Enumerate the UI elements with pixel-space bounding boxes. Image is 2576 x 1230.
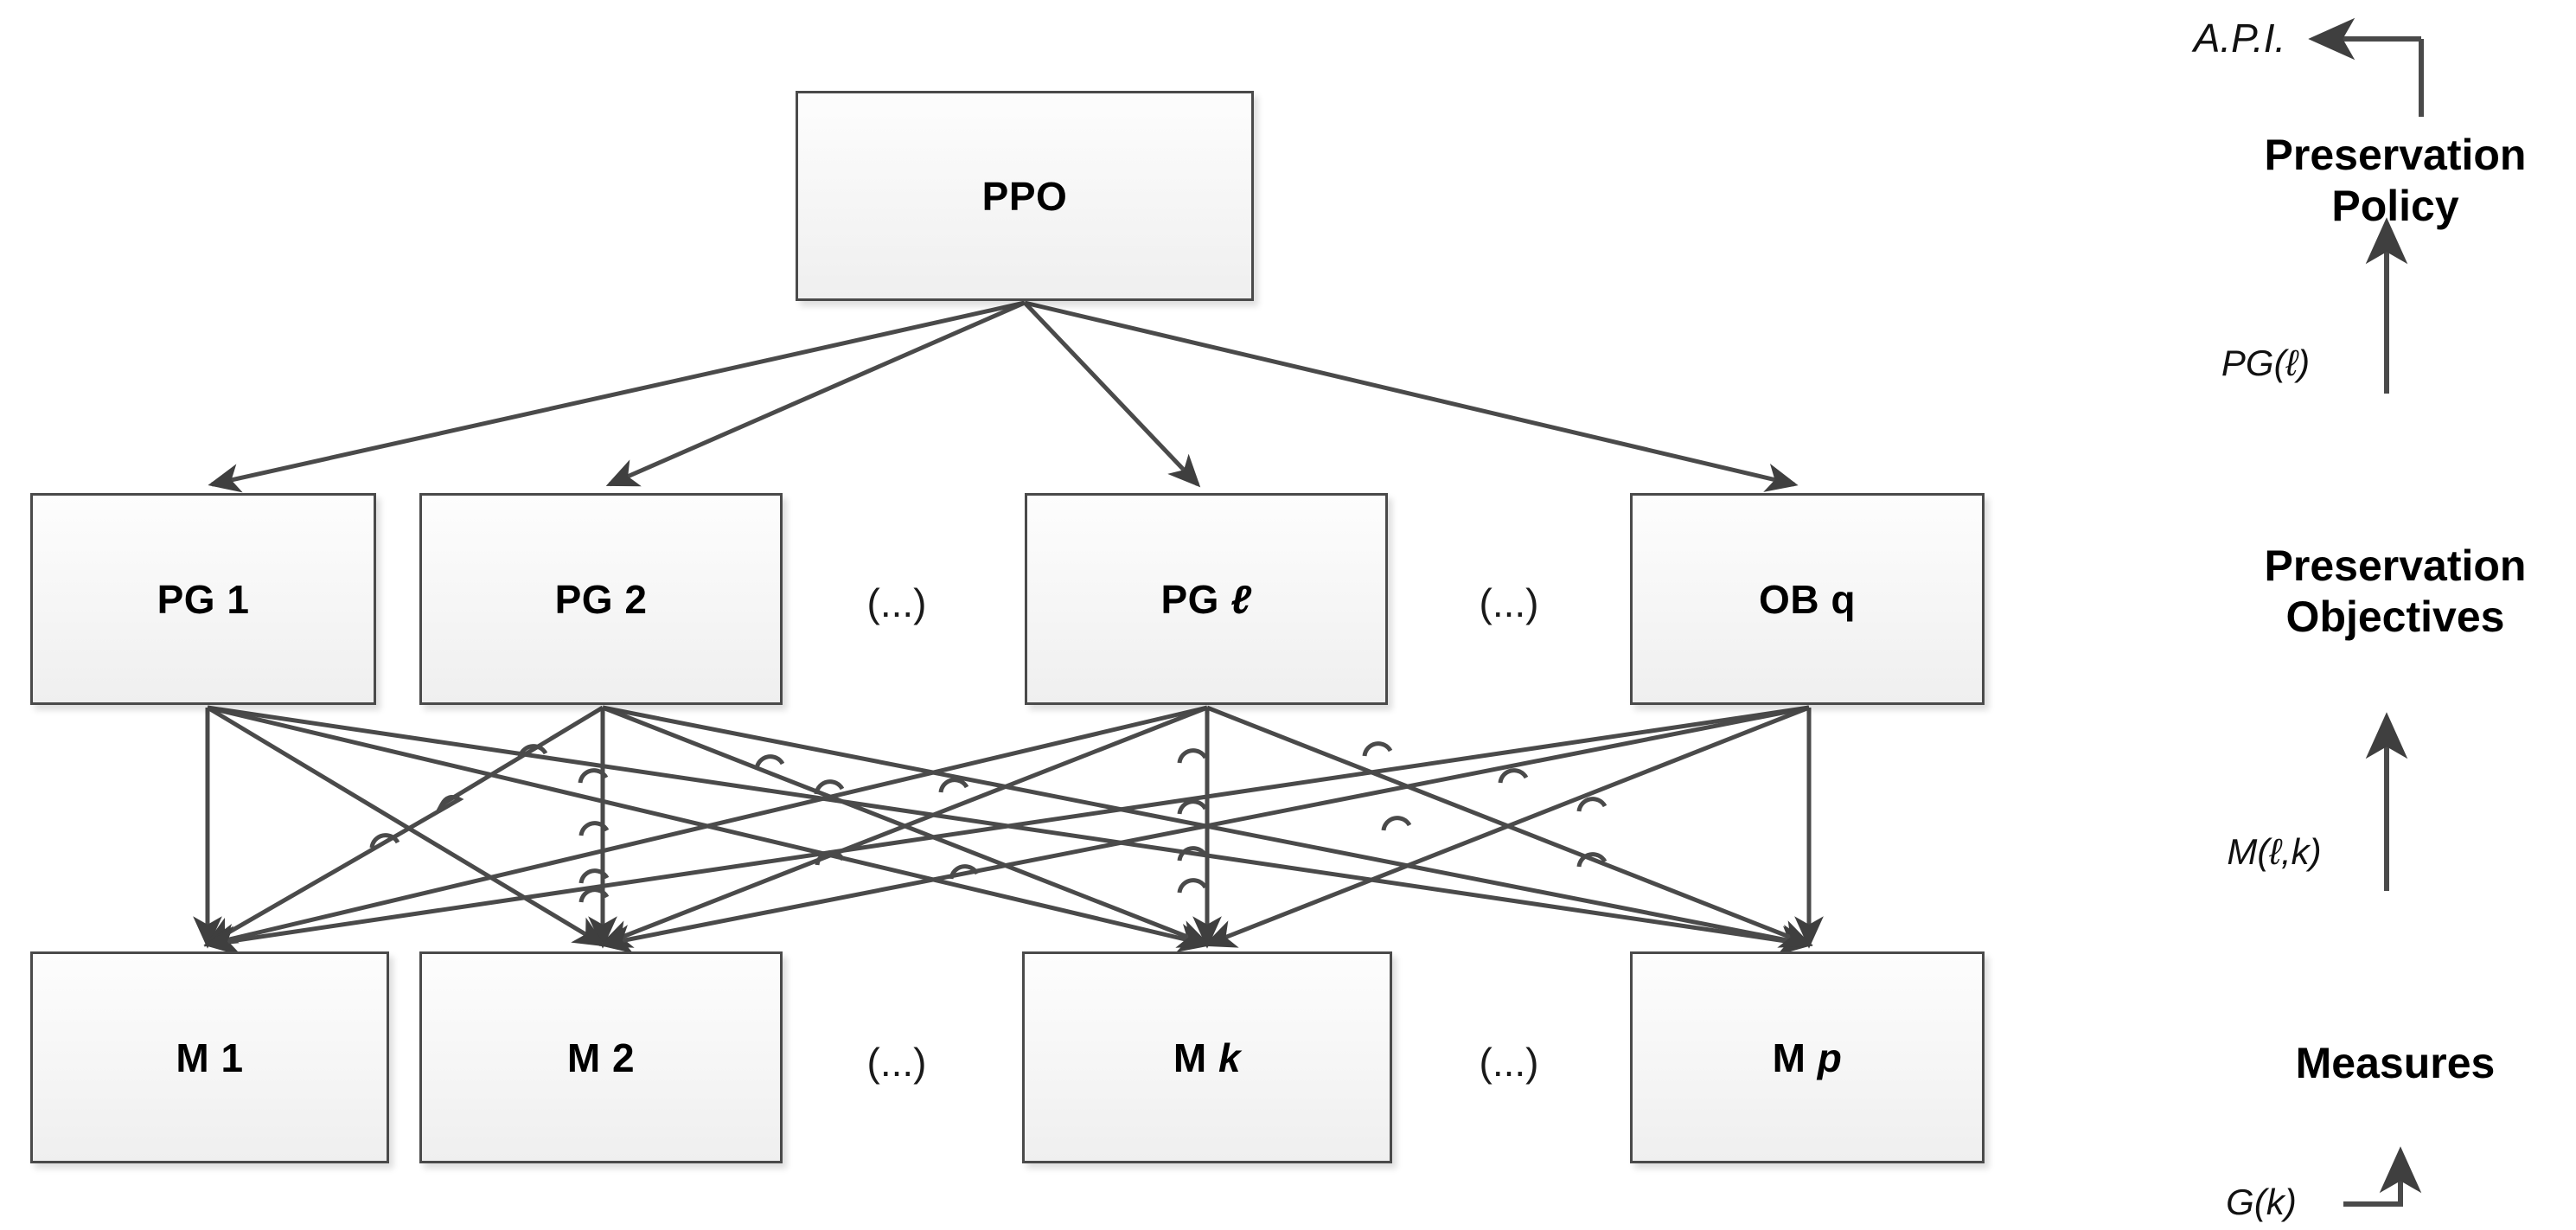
node-m-p-label: M p <box>1772 1035 1843 1080</box>
node-ob-q-label: OB q <box>1759 576 1856 622</box>
legend-policy-line1: Preservation <box>2264 131 2527 179</box>
edge-pg2-to-m1 <box>203 705 604 947</box>
node-m-k-label: M k <box>1173 1035 1242 1080</box>
edge-ppo-to-pgl <box>1023 301 1201 488</box>
edge-ppo-to-pg2 <box>605 300 1026 487</box>
node-pg1[interactable]: PG 1 <box>30 493 376 705</box>
node-m-p[interactable]: M p <box>1630 951 1985 1163</box>
node-pg2-label: PG 2 <box>554 576 648 622</box>
legend-title-measures: Measures <box>2296 1038 2496 1089</box>
legend-title-preservation-policy: Preservation Policy <box>2265 130 2527 232</box>
legend-policy-line2: Policy <box>2331 182 2459 230</box>
legend-elbow-measures <box>2343 1146 2422 1207</box>
node-m1[interactable]: M 1 <box>30 951 389 1163</box>
objectives-ellipsis-right: (...) <box>1479 580 1539 625</box>
node-pg-ell[interactable]: PG ℓ <box>1025 493 1388 705</box>
node-m2[interactable]: M 2 <box>419 951 783 1163</box>
legend-relation-pg: PG(ℓ) <box>2221 343 2311 383</box>
legend-measures-line1: Measures <box>2295 1039 2496 1087</box>
node-pg-ell-label: PG ℓ <box>1160 576 1252 622</box>
node-m1-label: M 1 <box>176 1035 244 1080</box>
legend-relation-m: M(ℓ,k) <box>2227 831 2322 872</box>
edge-ppo-to-pg1 <box>208 300 1026 493</box>
legend-objectives-line1: Preservation <box>2264 541 2527 590</box>
legend-objectives-line2: Objectives <box>2285 593 2505 641</box>
line-hop-arcs <box>369 741 1608 903</box>
measures-ellipsis-left: (...) <box>866 1040 927 1085</box>
measures-ellipsis-right: (...) <box>1479 1040 1539 1085</box>
edge-pg1-to-m2 <box>206 705 607 947</box>
legend-title-preservation-objectives: Preservation Objectives <box>2265 541 2527 643</box>
node-pg1-label: PG 1 <box>157 576 250 622</box>
node-ob-q[interactable]: OB q <box>1630 493 1985 705</box>
node-ppo[interactable]: PPO <box>796 91 1254 301</box>
legend-relation-g: G(k) <box>2226 1182 2297 1222</box>
node-m2-label: M 2 <box>566 1035 636 1080</box>
edge-pgl-to-m2 <box>598 705 1208 948</box>
edge-obq-to-mk <box>1203 705 1810 948</box>
legend-api-label: A.P.I. <box>2193 16 2286 61</box>
node-ppo-label: PPO <box>981 173 1068 219</box>
edge-obq-to-m2 <box>598 705 1810 954</box>
edge-obq-to-m1 <box>203 705 1810 955</box>
node-m-k[interactable]: M k <box>1022 951 1392 1163</box>
node-pg2[interactable]: PG 2 <box>419 493 783 705</box>
edge-ppo-to-obq <box>1024 300 1799 492</box>
objectives-ellipsis-left: (...) <box>866 580 927 625</box>
edge-pgl-to-m1 <box>203 705 1208 952</box>
